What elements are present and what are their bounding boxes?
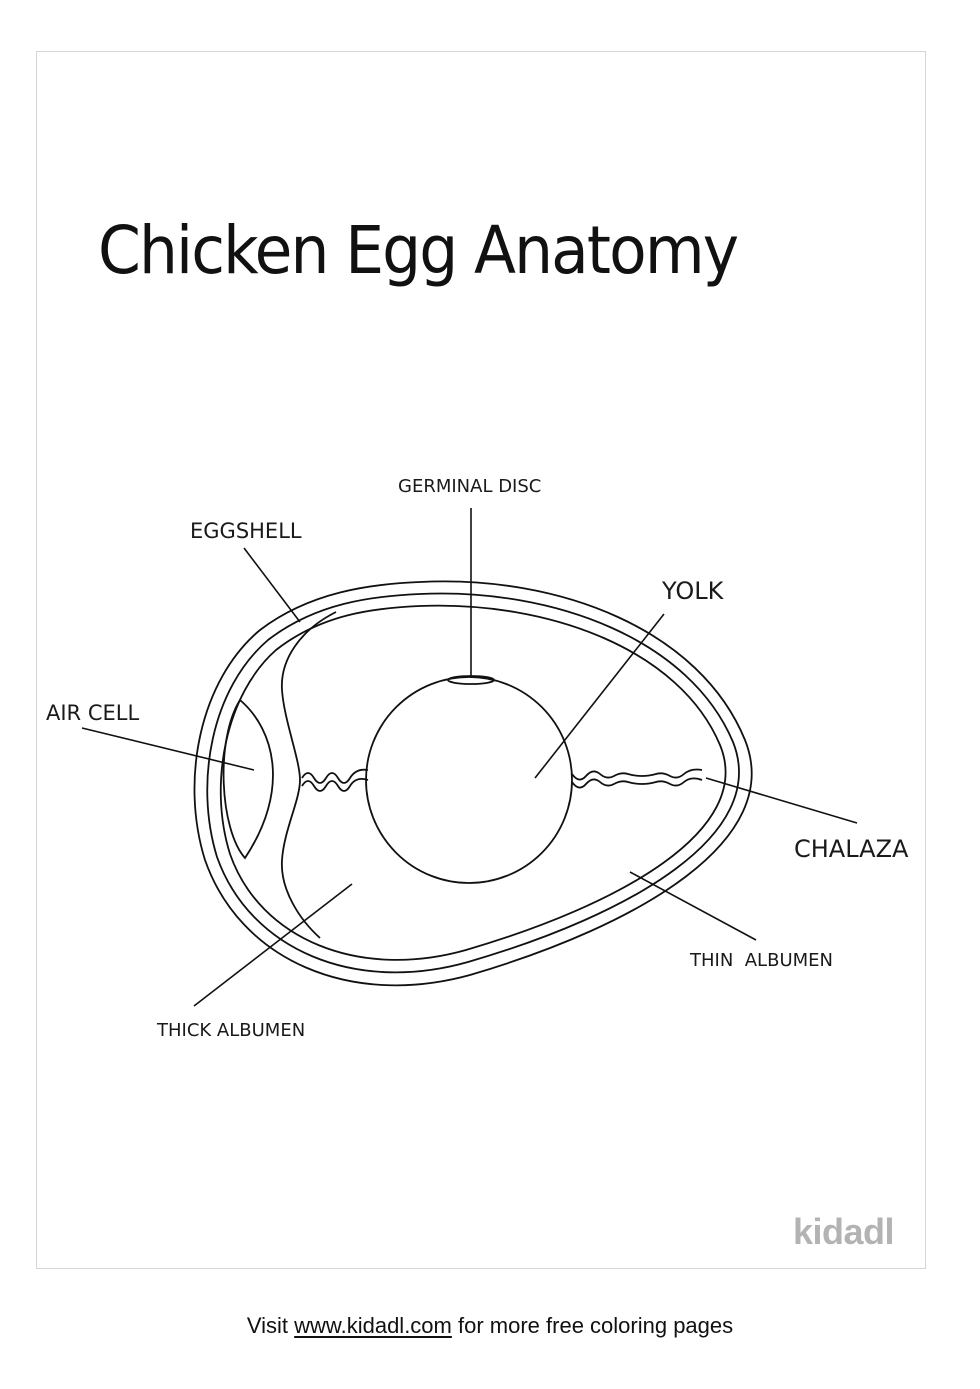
leader-yolk (534, 613, 665, 779)
eggshell-outer (193, 580, 753, 987)
leader-thick-albumen (193, 883, 353, 1007)
label-yolk: YOLK (661, 577, 725, 605)
yolk (365, 676, 573, 884)
leader-thin-albumen (629, 871, 757, 941)
label-air-cell: AIR CELL (46, 701, 139, 725)
shell-membrane (219, 604, 727, 961)
kidadl-link[interactable]: www.kidadl.com (294, 1313, 452, 1338)
label-eggshell: EGGSHELL (190, 519, 302, 543)
leader-eggshell (243, 547, 301, 623)
footer-suffix: for more free coloring pages (458, 1313, 734, 1338)
kidadl-logo: kidadl (793, 1211, 895, 1252)
air-cell (222, 698, 274, 860)
label-germinal-disc: GERMINAL DISC (398, 476, 541, 497)
footer: Visit www.kidadl.com for more free color… (0, 1313, 980, 1339)
label-chalaza: CHALAZA (794, 835, 909, 863)
footer-prefix: Visit (246, 1313, 289, 1338)
label-thin-albumen: THIN ALBUMEN (689, 950, 833, 971)
chalaza-right (571, 768, 703, 781)
leader-air-cell (81, 727, 255, 771)
leader-chalaza (705, 777, 858, 824)
page-frame (36, 51, 926, 1269)
thick-albumen-boundary (281, 611, 337, 939)
page-title: Chicken Egg Anatomy (98, 212, 739, 289)
eggshell-middle (206, 592, 740, 974)
chalaza-left (301, 768, 369, 784)
label-thick-albumen: THICK ALBUMEN (156, 1020, 305, 1041)
